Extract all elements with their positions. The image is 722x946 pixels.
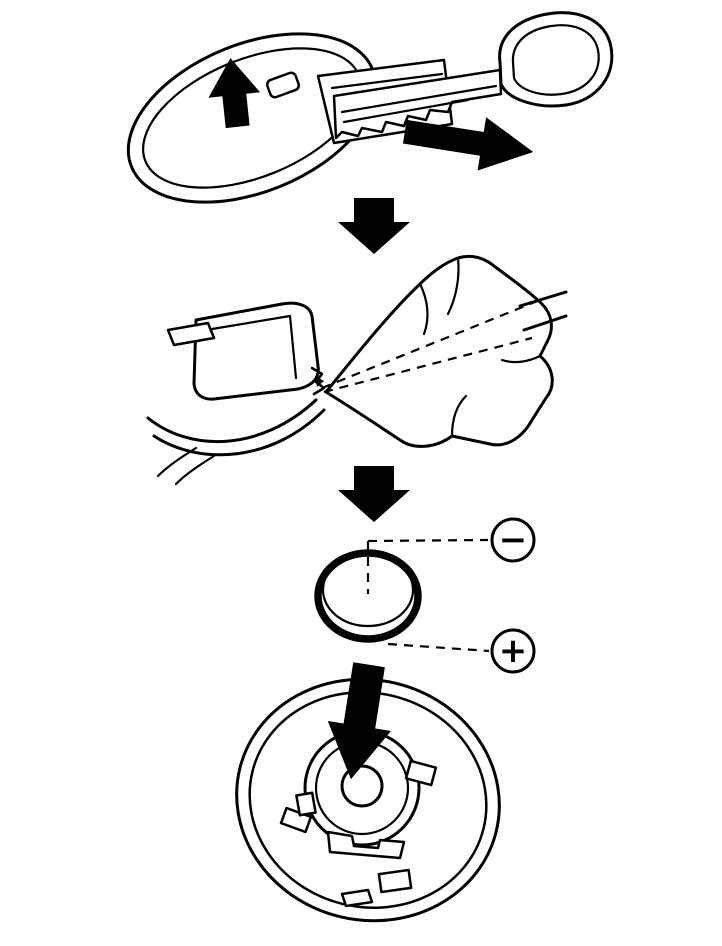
slide-key-right-arrow-icon [402, 117, 534, 171]
positive-terminal-circle [490, 628, 536, 674]
stage-battery-compartment [235, 677, 501, 923]
cloth-fold-line [418, 282, 429, 336]
housing-latch [377, 868, 413, 894]
hidden-tool-dashed-line [323, 336, 533, 394]
cloth-fold-line [450, 394, 468, 438]
key-blade-groove [342, 98, 470, 124]
fob-upper-shell-edge [204, 314, 298, 380]
key-slot-window [166, 321, 216, 347]
key-blade-groove [340, 84, 498, 114]
polarity-dashed-line-positive [387, 642, 490, 653]
fob-lower-shell-rim [152, 408, 326, 457]
coin-battery-rim [321, 552, 415, 628]
battery-clip [295, 791, 317, 817]
positive-terminal-label: + [499, 631, 528, 671]
key-head-inner-line [511, 24, 600, 96]
battery-well-center-hole [340, 764, 384, 808]
stage-remove-key-blade [126, 11, 614, 204]
polarity-dashed-line-negative [367, 538, 489, 543]
pry-notch [310, 366, 326, 396]
battery-clip [404, 759, 438, 787]
fob-rim-edge [156, 446, 198, 478]
housing-latch [340, 888, 374, 908]
fob-lower-shell-rim [146, 398, 318, 444]
cloth-fold-line [446, 256, 460, 316]
press-up-arrow-icon [208, 58, 261, 129]
screwdriver-shaft [522, 314, 568, 332]
stage-battery-polarity: − + [314, 517, 536, 674]
key-slot-step-line [330, 72, 444, 90]
hidden-tool-dashed-line [321, 298, 541, 390]
cloth-fold-line [500, 354, 542, 364]
positive-terminal-badge: + [490, 628, 536, 674]
key-head [498, 11, 614, 108]
fob-upper-shell [192, 301, 320, 401]
release-button [265, 71, 301, 99]
battery-clip [326, 830, 406, 860]
screwdriver-shaft [518, 290, 568, 308]
pry-notch-catch [315, 376, 324, 387]
step-down-arrow-icon [338, 198, 410, 254]
insert-battery-arrow-icon [327, 662, 391, 780]
protective-cloth [324, 254, 554, 448]
step-down-arrow-icon [338, 466, 410, 522]
negative-terminal-badge: − [490, 517, 536, 563]
negative-terminal-label: − [499, 520, 528, 560]
back-housing-inner-outline [248, 691, 488, 909]
fob-rim-edge [174, 454, 216, 486]
negative-terminal-circle [490, 517, 536, 563]
key-blade [332, 68, 503, 140]
stage-pry-open-cover [146, 254, 568, 486]
